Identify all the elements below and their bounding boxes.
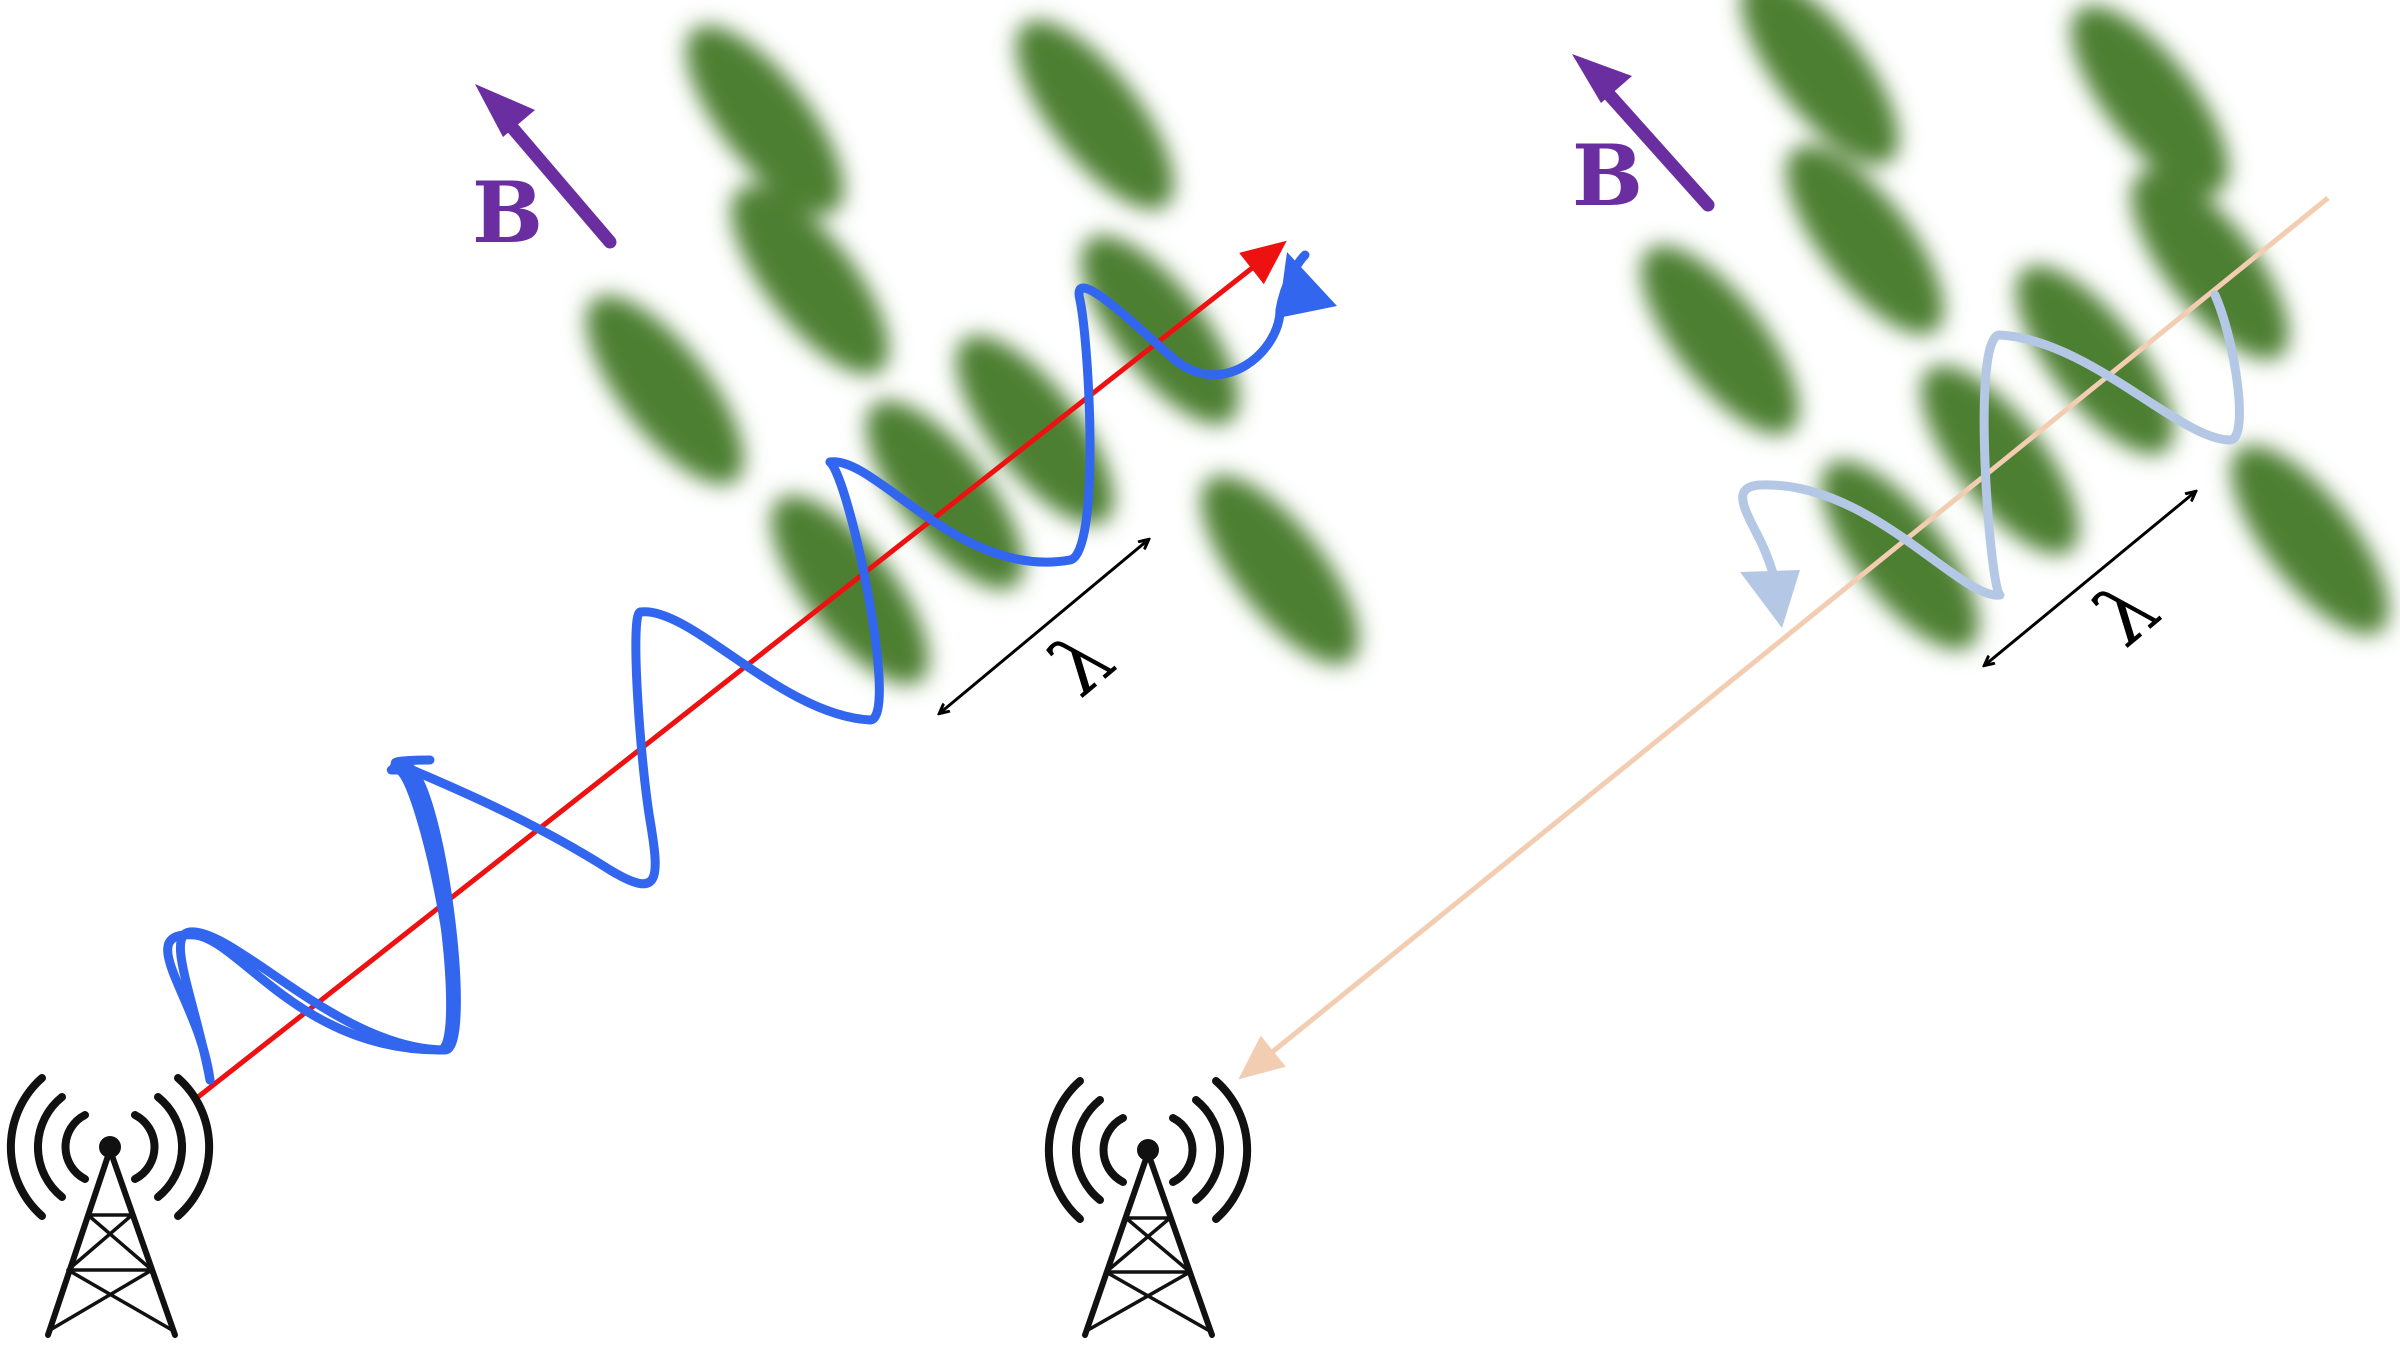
irregularities-right bbox=[1641, 0, 2389, 650]
irregularity-blob bbox=[686, 25, 844, 215]
radio-tower-icon bbox=[6, 1074, 214, 1338]
irregularities-left bbox=[586, 20, 1359, 685]
irregularity-blob bbox=[1741, 0, 1899, 165]
irregularity-blob bbox=[2231, 445, 2389, 635]
field-label-left: B bbox=[472, 163, 543, 262]
irregularity-blob bbox=[956, 335, 1114, 525]
irregularity-blob bbox=[1641, 245, 1799, 435]
irregularity-blob bbox=[1201, 475, 1359, 665]
incident-wave-arrowhead bbox=[1278, 252, 1337, 318]
irregularity-blob bbox=[2016, 265, 2174, 455]
incident-ray bbox=[196, 240, 1287, 1099]
irregularity-blob bbox=[771, 495, 929, 685]
radio-tower-icon bbox=[1044, 1077, 1252, 1338]
irregularity-blob bbox=[731, 185, 889, 375]
field-label-right: B bbox=[1572, 126, 1643, 225]
irregularity-blob bbox=[1786, 145, 1944, 335]
incident-wave-helix bbox=[175, 250, 1310, 1085]
magnetic-field-arrow-left: B bbox=[472, 84, 617, 262]
irregularity-blob bbox=[586, 295, 744, 485]
irregularity-blob bbox=[2071, 5, 2229, 195]
magnetic-field-arrow-right: B bbox=[1572, 54, 1715, 225]
irregularity-blob bbox=[1016, 20, 1174, 210]
irregularity-blob bbox=[2131, 170, 2289, 360]
incident-wave bbox=[163, 755, 458, 1085]
scattered-wave-arrowhead bbox=[1740, 570, 1800, 628]
wavelength-label-left: λ bbox=[1032, 611, 1131, 715]
scattered-ray bbox=[1238, 196, 2330, 1080]
